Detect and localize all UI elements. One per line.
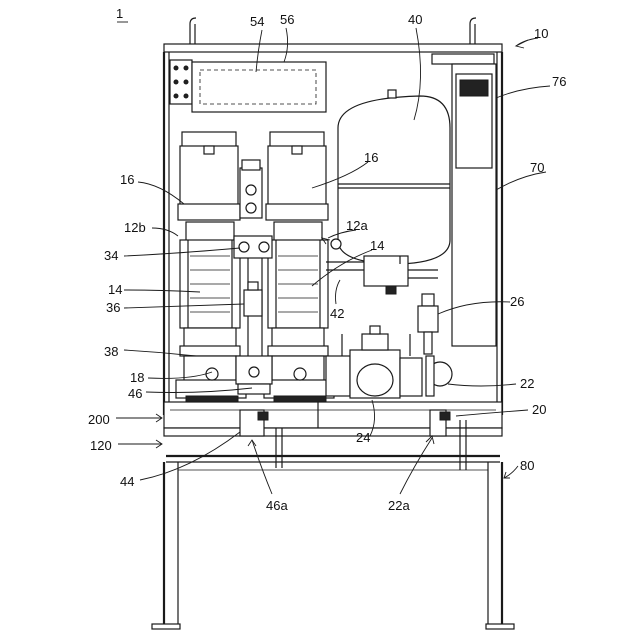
label-80: 80 xyxy=(520,458,534,473)
label-54: 54 xyxy=(250,14,264,29)
label-22: 22 xyxy=(520,376,534,391)
label-56: 56 xyxy=(280,12,294,27)
figure-number: 1 xyxy=(116,6,123,21)
label-16-right: 16 xyxy=(364,150,378,165)
label-42: 42 xyxy=(330,306,344,321)
label-24: 24 xyxy=(356,430,370,445)
label-76: 76 xyxy=(552,74,566,89)
pump-right xyxy=(264,132,334,402)
label-14-left: 14 xyxy=(108,282,122,297)
label-20: 20 xyxy=(532,402,546,417)
base-frame xyxy=(164,402,502,470)
label-46a: 46a xyxy=(266,498,288,513)
label-34: 34 xyxy=(104,248,118,263)
label-46: 46 xyxy=(128,386,142,401)
label-70: 70 xyxy=(530,160,544,175)
label-26: 26 xyxy=(510,294,524,309)
label-200: 200 xyxy=(88,412,110,427)
label-38: 38 xyxy=(104,344,118,359)
label-12b: 12b xyxy=(124,220,146,235)
control-unit xyxy=(192,62,326,112)
label-10: 10 xyxy=(534,26,548,41)
label-22a: 22a xyxy=(388,498,410,513)
check-valve-26 xyxy=(418,294,438,354)
label-120: 120 xyxy=(90,438,112,453)
label-36: 36 xyxy=(106,300,120,315)
pressure-tank xyxy=(338,90,450,264)
label-16-left: 16 xyxy=(120,172,134,187)
label-40: 40 xyxy=(408,12,422,27)
label-12a: 12a xyxy=(346,218,368,233)
label-44: 44 xyxy=(120,474,134,489)
label-14-right: 14 xyxy=(370,238,384,253)
label-18: 18 xyxy=(130,370,144,385)
support-stand xyxy=(152,462,514,629)
suction-piping xyxy=(326,326,452,398)
